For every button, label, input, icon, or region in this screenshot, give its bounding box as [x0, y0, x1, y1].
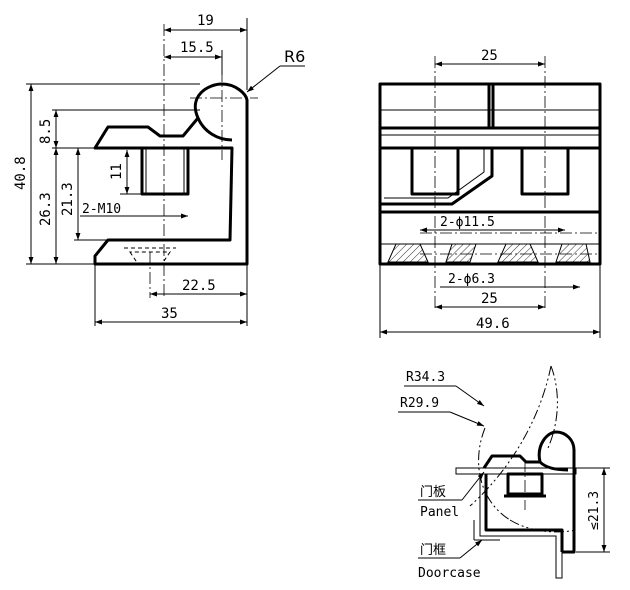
dim-25-bottom: 25 — [481, 291, 498, 307]
dim-35: 35 — [161, 306, 178, 322]
countersink-2 — [445, 243, 477, 263]
install-screw — [506, 472, 544, 496]
panel-label-cn: 门板 — [420, 485, 446, 500]
countersink-3 — [497, 243, 539, 263]
r6-leader — [246, 65, 281, 93]
swing-arc-outer — [469, 365, 552, 507]
dim-19: 19 — [197, 13, 214, 29]
dim-r29-9: R29.9 — [400, 396, 439, 411]
base-hidden-hole — [129, 251, 171, 265]
panel-label-en: Panel — [420, 505, 459, 520]
dim-22-5: 22.5 — [182, 278, 216, 294]
installation-view: R34.3 R29.9 门板 Panel 门框 Doorcase ≤21.3 — [398, 365, 610, 581]
screw-body — [140, 146, 190, 196]
doorcase-label-cn: 门框 — [420, 543, 446, 558]
dim-15-5: 15.5 — [180, 40, 214, 56]
dim-r6: R6 — [284, 47, 305, 66]
dim-49-6: 49.6 — [476, 316, 510, 332]
side-view: 19 15.5 R6 40.8 26.3 21.3 8.5 11 2-M10 2… — [13, 13, 305, 326]
dim-8-5: 8.5 — [38, 119, 54, 144]
doorcase-label-en: Doorcase — [418, 566, 481, 581]
dim-26-3: 26.3 — [38, 192, 54, 226]
dim-25-top: 25 — [481, 48, 498, 64]
dim-11: 11 — [109, 163, 125, 180]
dim-21-3: 21.3 — [60, 182, 76, 216]
dim-height-limit: ≤21.3 — [587, 491, 602, 530]
dim-r34-3: R34.3 — [406, 370, 445, 385]
thread-callout: 2-M10 — [82, 202, 121, 217]
countersink-4 — [555, 243, 591, 263]
dim-40-8: 40.8 — [13, 156, 29, 190]
hole-callout: 2-ϕ6.3 — [448, 272, 495, 287]
counterbore-callout: 2-ϕ11.5 — [440, 215, 495, 230]
front-view: 25 2-ϕ11.5 2-ϕ6.3 25 49.6 — [378, 48, 602, 338]
countersink-1 — [387, 243, 429, 263]
